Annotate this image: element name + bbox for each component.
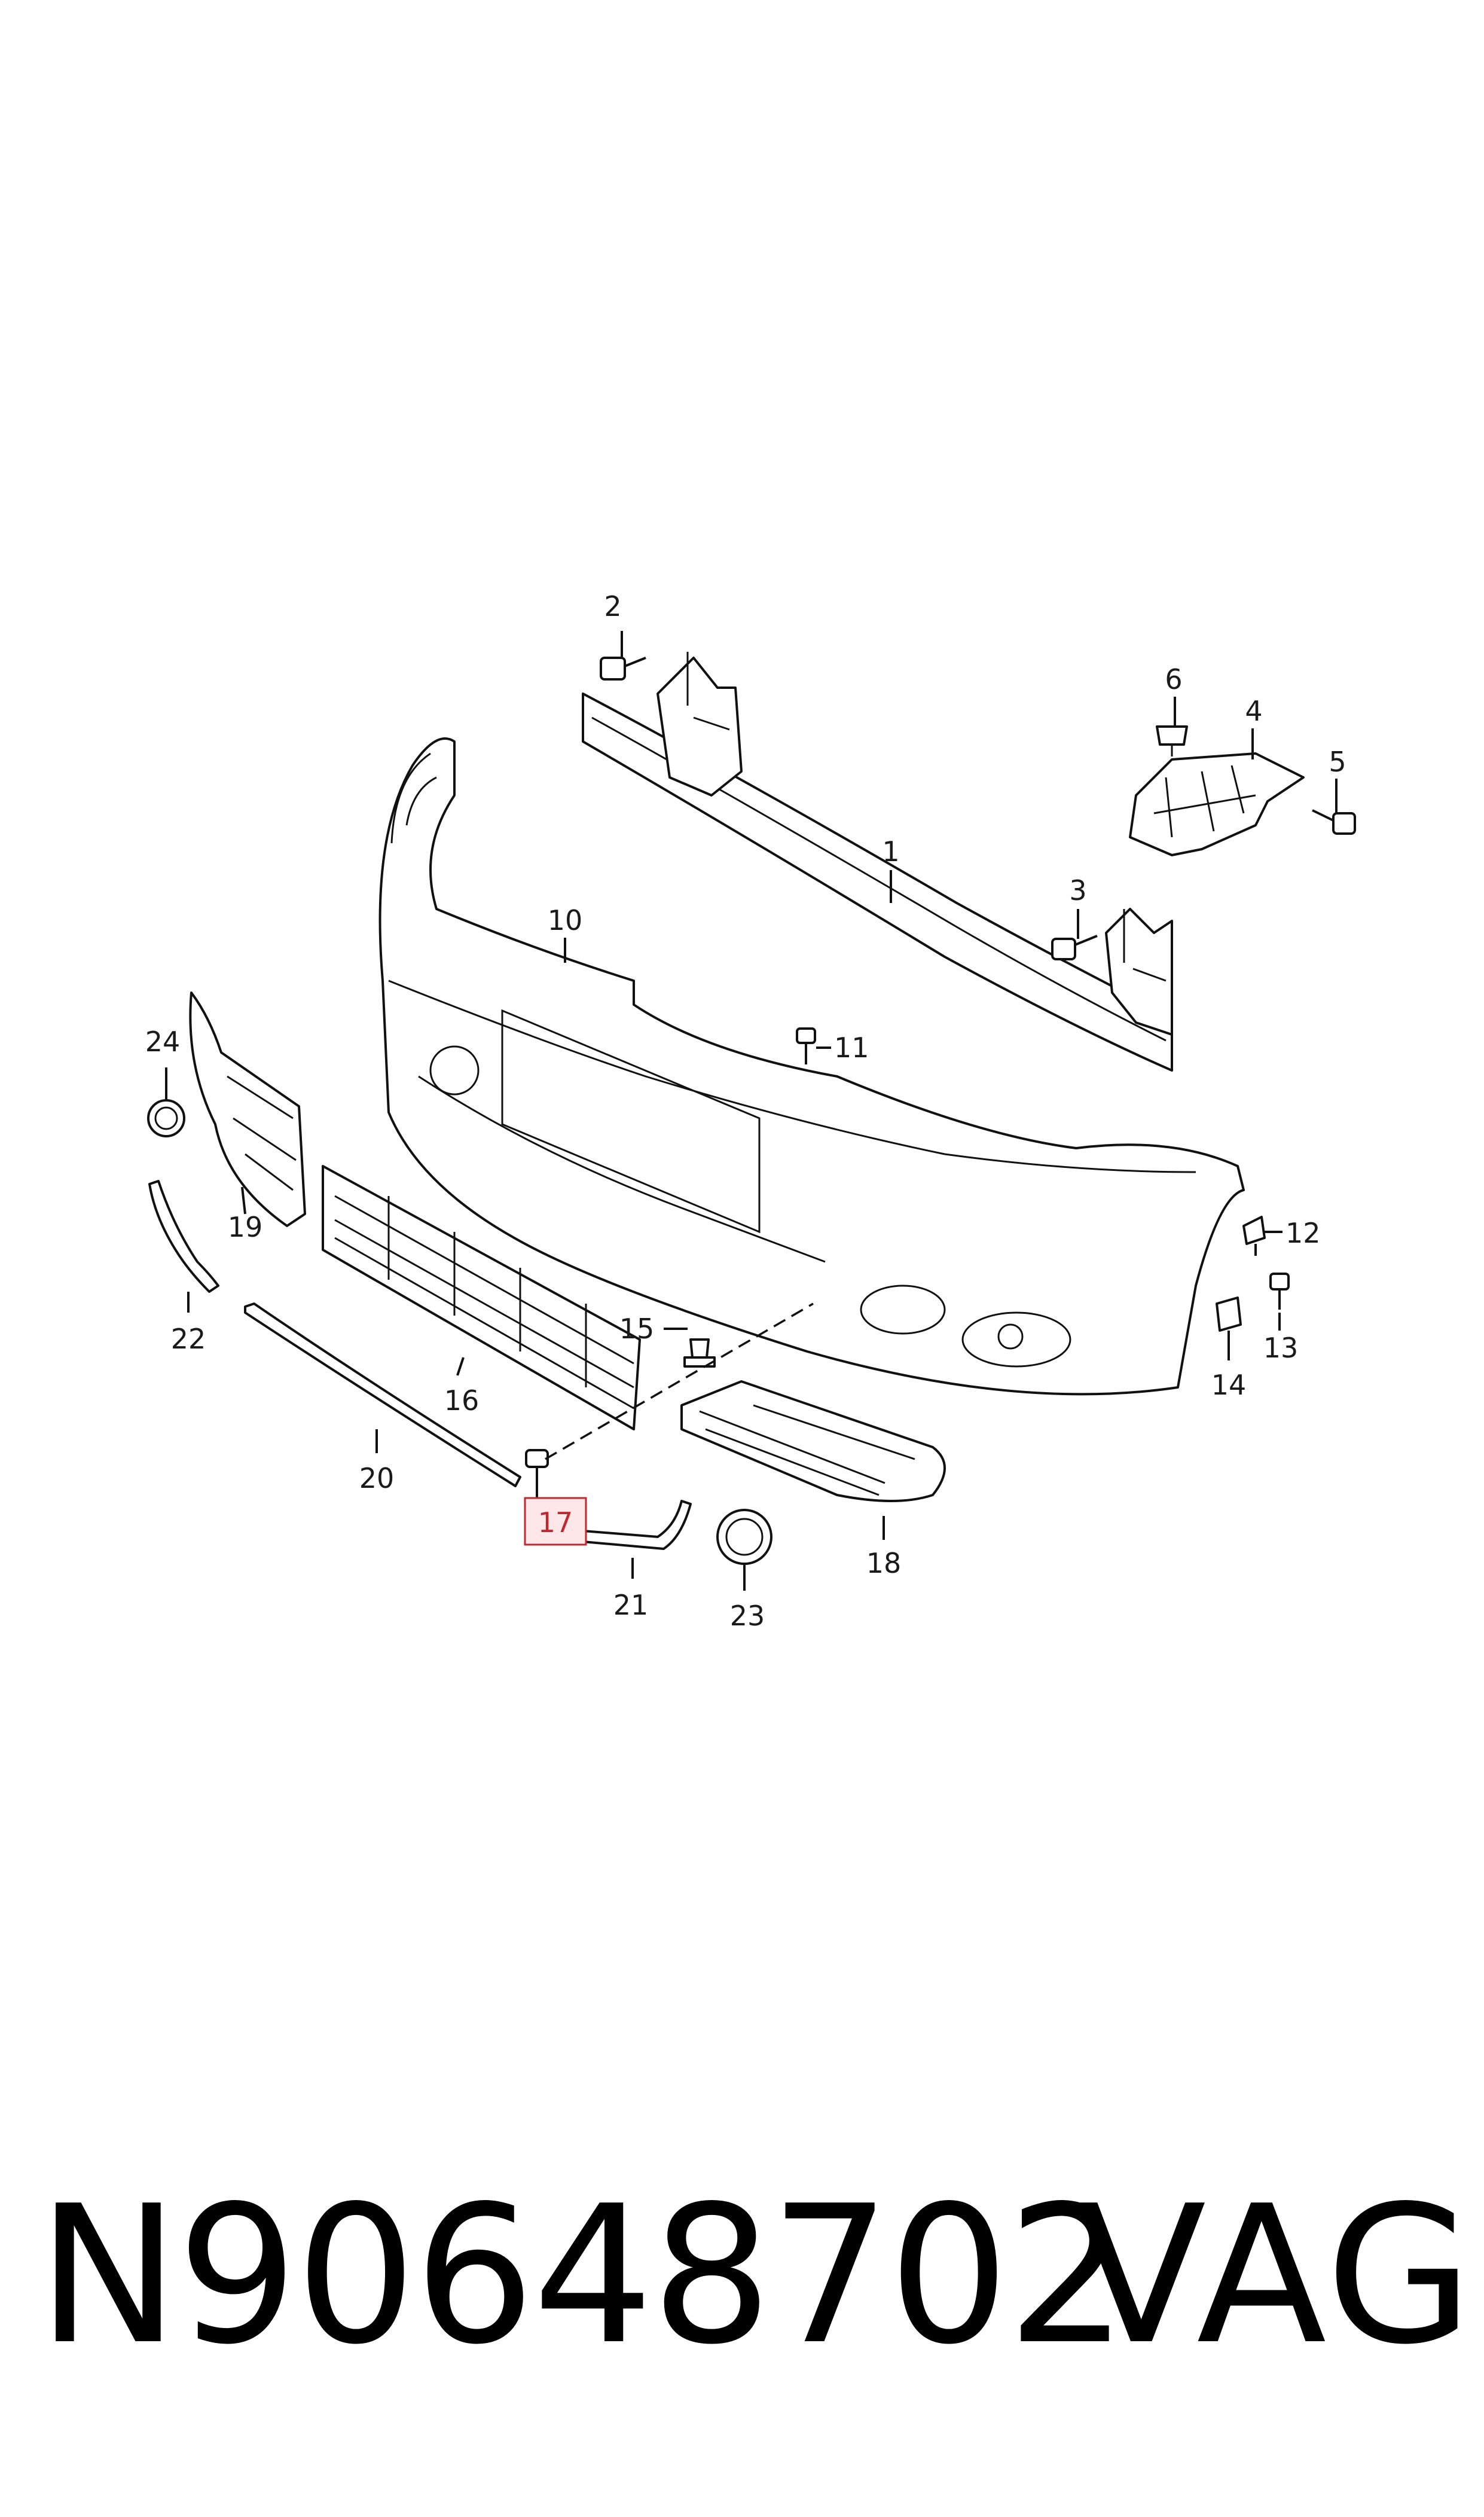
part-6-clip	[1156, 725, 1188, 756]
part-5-bolt	[1312, 809, 1356, 835]
leader-lines	[165, 631, 1338, 1591]
part-18-lower-right-grille	[680, 1380, 946, 1502]
part-2-bolt	[600, 657, 646, 681]
callout-3: 3	[1069, 874, 1086, 907]
callout-14: 14	[1211, 1369, 1247, 1401]
callout-5: 5	[1329, 746, 1346, 778]
footer: N90648702 VAG	[0, 2165, 1484, 2386]
part-13-screw	[1269, 1273, 1290, 1310]
part-4-side-bracket	[1129, 752, 1305, 856]
part-19-lower-left-grille	[189, 991, 306, 1227]
callout-19: 19	[228, 1211, 263, 1243]
callout-6: 6	[1165, 663, 1182, 695]
part-20-trim-strip	[244, 1302, 521, 1487]
part-number: N90648702	[37, 2165, 1128, 2386]
brand-name: VAG	[1076, 2165, 1476, 2386]
part-11-screw	[796, 1027, 816, 1064]
callout-4: 4	[1245, 695, 1262, 727]
callout-18: 18	[866, 1547, 902, 1579]
part-16-center-grille	[322, 1165, 641, 1430]
callout-10: 10	[548, 904, 583, 936]
part-23-trim-ring	[716, 1509, 772, 1565]
callout-21: 21	[613, 1589, 649, 1621]
part-12-rivet	[1242, 1216, 1266, 1256]
callout-12: 12	[1285, 1217, 1321, 1249]
callout-2: 2	[604, 590, 621, 623]
part-22-trim-strip	[148, 1180, 219, 1293]
callout-24: 24	[145, 1026, 181, 1058]
callout-17: 17	[538, 1506, 573, 1539]
callout-11: 11	[834, 1032, 869, 1064]
callout-22: 22	[171, 1323, 206, 1355]
highlight-box	[524, 1497, 587, 1546]
part-21-trim-strip	[582, 1500, 692, 1550]
part-10-bumper-cover	[378, 737, 1245, 1396]
callout-15: 15	[619, 1313, 655, 1345]
part-17-screw	[525, 1449, 549, 1489]
part-14-clip-nut	[1216, 1296, 1242, 1332]
callout-16: 16	[444, 1384, 480, 1417]
part-24-trim-ring	[147, 1099, 185, 1137]
part-1-impact-bar	[582, 652, 1173, 1072]
callout-13: 13	[1263, 1332, 1299, 1364]
callout-20: 20	[359, 1462, 395, 1494]
part-3-bolt	[1051, 935, 1098, 960]
callout-23: 23	[730, 1600, 765, 1632]
callout-labels: 2 1 3 4 5 6 10 11 12 13 14 15 16 17 18 1…	[145, 590, 1346, 1632]
callout-1: 1	[882, 835, 899, 868]
